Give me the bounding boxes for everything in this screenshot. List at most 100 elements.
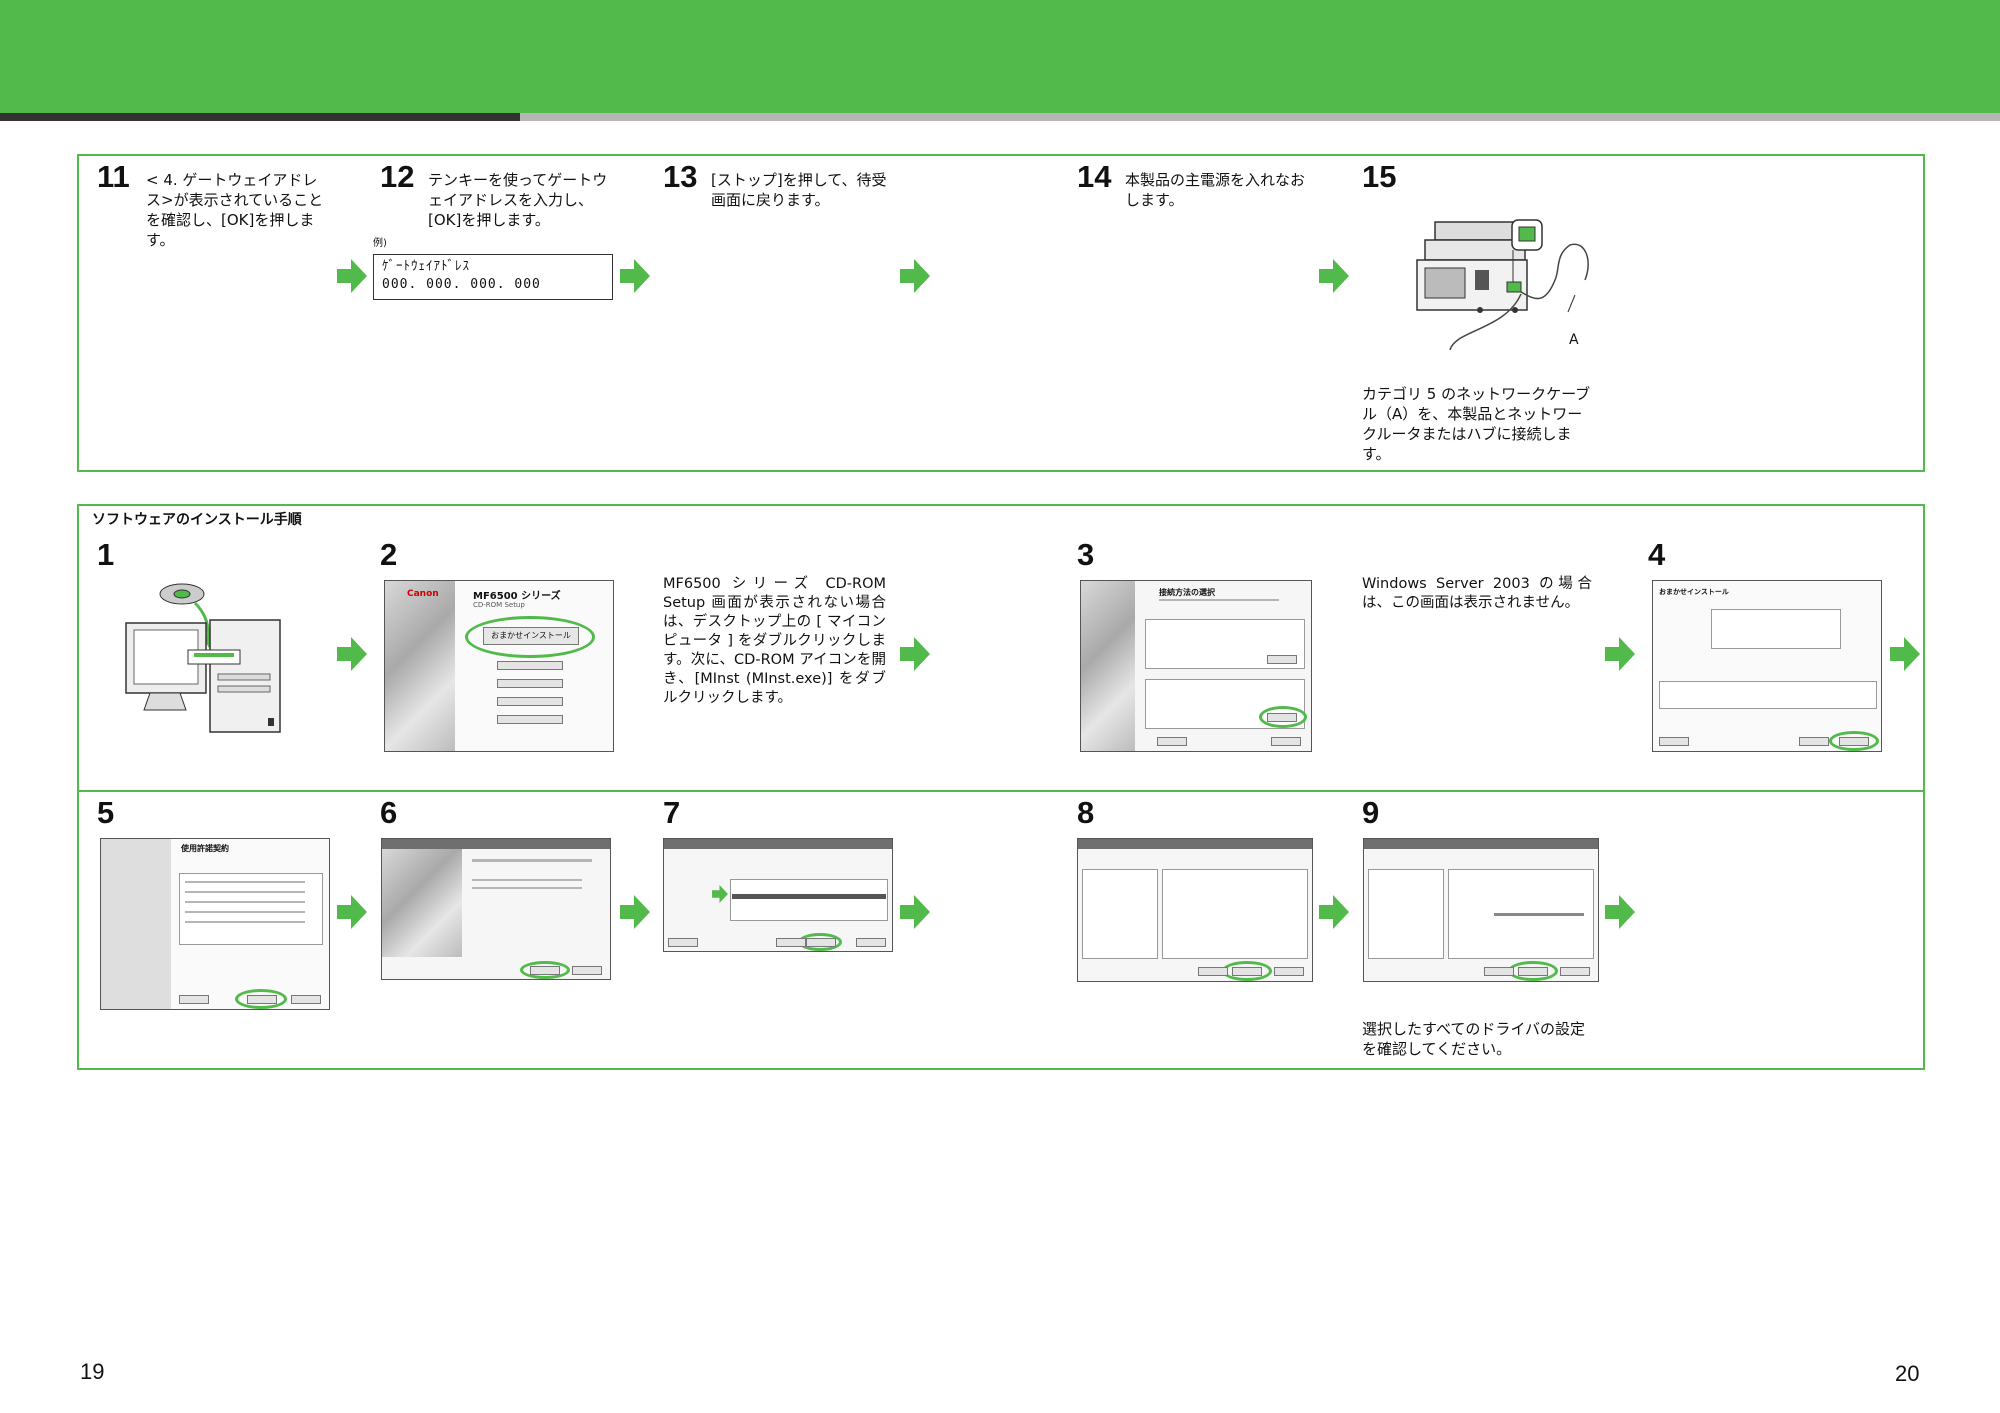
step-14-text: 本製品の主電源を入れなおします。: [1125, 171, 1306, 209]
arrow-right-icon: [337, 259, 367, 293]
shot-line: [185, 881, 305, 883]
step-3-note: Windows Server 2003 の場合は、この画面は表示されません。: [1362, 576, 1592, 611]
shot-line: [472, 879, 582, 881]
step-number-13: 13: [663, 159, 698, 194]
shot-button: [497, 661, 563, 670]
shot-text-box: [1659, 681, 1877, 709]
shot-button: [776, 938, 806, 947]
shot-title: 使用許諾契約: [181, 844, 229, 853]
arrow-right-icon: [900, 895, 930, 929]
shot-brand: Canon: [407, 589, 439, 599]
example-label: 例): [373, 238, 387, 249]
shot-titlebar: [1364, 839, 1598, 849]
arrow-right-icon: [1319, 895, 1349, 929]
highlight-oval: [235, 989, 287, 1009]
shot-line: [1494, 913, 1584, 916]
step-number-8: 8: [1077, 795, 1095, 830]
step-number-5: 5: [97, 795, 115, 830]
shot-button: [1518, 967, 1548, 976]
shot-button: [1198, 967, 1228, 976]
lcd-line-2: 000. 000. 000. 000: [382, 277, 541, 292]
step-number-3: 3: [1077, 537, 1095, 572]
shot-license-text: [179, 873, 323, 945]
shot-steps-list: [1368, 869, 1444, 959]
step-number-14: 14: [1077, 159, 1112, 194]
shot-side-image: [385, 581, 455, 751]
step-number-15: 15: [1362, 159, 1397, 194]
shot-line: [185, 891, 305, 893]
shot-titlebar: [382, 839, 610, 849]
step-number-12: 12: [380, 159, 415, 194]
page-number-left: 19: [80, 1359, 105, 1384]
highlight-oval: [1259, 706, 1307, 728]
shot-title: おまかせインストール: [1659, 588, 1729, 596]
arrow-right-icon: [1605, 637, 1635, 671]
shot-line: [185, 901, 305, 903]
step-number-7: 7: [663, 795, 681, 830]
shot-button: [1839, 737, 1869, 746]
step-number-2: 2: [380, 537, 398, 572]
computer-cd-illustration: [125, 583, 281, 733]
step-number-1: 1: [97, 537, 115, 572]
license-agreement-screenshot: 使用許諾契約: [100, 838, 330, 1010]
shot-button: [1560, 967, 1590, 976]
step-15-text: カテゴリ 5 のネットワークケーブル（A）を、本製品とネットワークルータまたはハ…: [1362, 385, 1591, 463]
shot-line: [185, 911, 305, 913]
shot-title: 接続方法の選択: [1159, 588, 1215, 597]
arrow-right-icon: [1605, 895, 1635, 929]
driver-wizard-welcome-screenshot: [381, 838, 611, 980]
shot-button: [530, 966, 560, 975]
header-rule-dark: [0, 113, 520, 121]
step-2-note: MF6500 シリーズ CD-ROM Setup 画面が表示されない場合は、デス…: [663, 576, 886, 706]
shot-button: [1274, 967, 1304, 976]
shot-button: [1799, 737, 1829, 746]
shot-side-panel: [101, 839, 171, 1009]
shot-button: [1232, 967, 1262, 976]
shot-button: [668, 938, 698, 947]
lcd-display: ｹﾞｰﾄｳｪｲｱﾄﾞﾚｽ 000. 000. 000. 000: [373, 254, 613, 300]
network-setup-panel: [77, 154, 1925, 472]
shot-list-box: [730, 879, 888, 921]
shot-install-button: おまかせインストール: [483, 627, 579, 645]
shot-button: [856, 938, 886, 947]
arrow-right-icon: [337, 895, 367, 929]
shot-line: [472, 887, 582, 889]
step-9-text: 選択したすべてのドライバの設定を確認してください。: [1362, 1020, 1586, 1058]
shot-button: [247, 995, 277, 1004]
arrow-right-icon: [900, 637, 930, 671]
arrow-right-icon: [620, 259, 650, 293]
shot-button: [1659, 737, 1689, 746]
step-number-6: 6: [380, 795, 398, 830]
callout-label-a: A: [1569, 332, 1579, 348]
driver-select-screenshot: [663, 838, 893, 952]
step-number-4: 4: [1648, 537, 1666, 572]
shot-button: [1484, 967, 1514, 976]
shot-line: [732, 894, 886, 899]
shot-button: [291, 995, 321, 1004]
shot-line: [472, 859, 592, 862]
driver-options-screenshot: [1077, 838, 1313, 982]
arrow-right-icon: [1890, 637, 1920, 671]
shot-button: [497, 679, 563, 688]
panel-divider: [77, 790, 1925, 792]
shot-button: [497, 715, 563, 724]
shot-side-image: [1081, 581, 1135, 751]
shot-button: [1267, 655, 1297, 664]
shot-button: [806, 938, 836, 947]
header-rule-light: [520, 113, 2000, 121]
cdrom-setup-screenshot: Canon MF6500 シリーズ CD-ROM Setup おまかせインストー…: [384, 580, 614, 752]
software-install-panel: [77, 504, 1925, 1070]
highlight-oval: [520, 961, 570, 979]
arrow-right-icon: [620, 895, 650, 929]
section-title: ソフトウェアのインストール手順: [92, 512, 302, 528]
step-13-text: [ストップ]を押して、待受画面に戻ります。: [711, 171, 887, 209]
shot-button: [179, 995, 209, 1004]
arrow-right-icon: [900, 259, 930, 293]
connection-method-screenshot: 接続方法の選択: [1080, 580, 1312, 752]
step-number-11: 11: [97, 159, 130, 194]
shot-options-box: [1162, 869, 1308, 959]
shot-button: [572, 966, 602, 975]
step-number-9: 9: [1362, 795, 1380, 830]
shot-titlebar: [664, 839, 892, 849]
easy-install-screenshot: おまかせインストール: [1652, 580, 1882, 752]
